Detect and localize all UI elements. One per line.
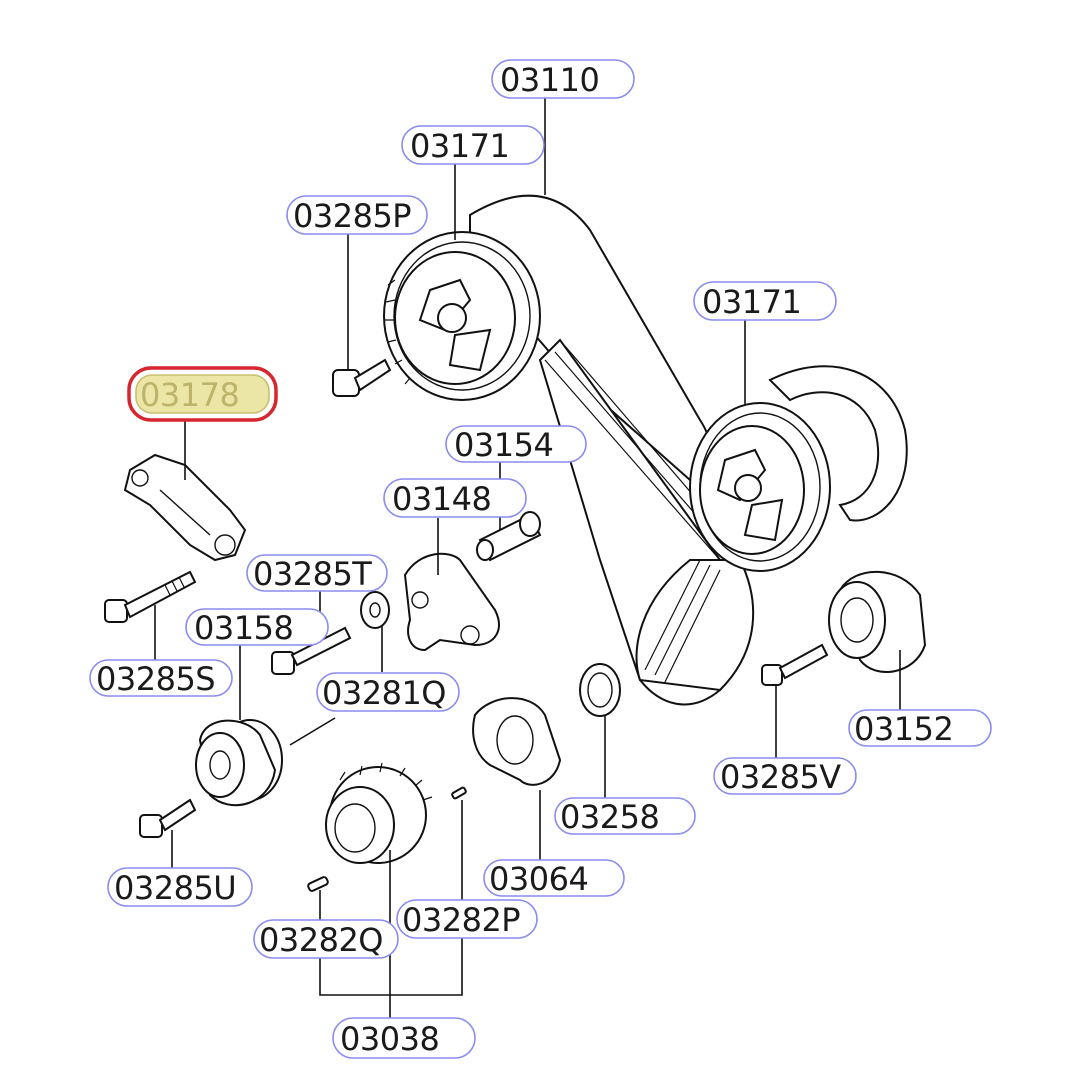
callout-03285V[interactable]: 03285V <box>713 757 857 796</box>
svg-text:03158: 03158 <box>194 609 293 647</box>
callout-03285T[interactable]: 03285T <box>246 554 388 593</box>
idler-pulley-03158 <box>195 719 283 807</box>
svg-text:03148: 03148 <box>392 480 491 518</box>
callout-03282P[interactable]: 03282P <box>396 899 538 939</box>
svg-text:03171: 03171 <box>702 283 801 321</box>
svg-text:03110: 03110 <box>500 61 599 99</box>
callout-03158[interactable]: 03158 <box>185 608 329 647</box>
callout-03258[interactable]: 03258 <box>554 797 696 836</box>
callout-03154[interactable]: 03154 <box>445 425 587 464</box>
washer-03281Q <box>360 591 390 629</box>
crank-plate-03064 <box>472 697 562 786</box>
bolt-03285P <box>332 358 392 397</box>
idler-pulley-03152 <box>828 570 927 673</box>
svg-text:03152: 03152 <box>854 710 953 748</box>
callout-03038[interactable]: 03038 <box>332 1017 476 1059</box>
bolt-03285T <box>271 626 352 675</box>
callout-03282Q[interactable]: 03282Q <box>253 919 399 959</box>
svg-text:03282P: 03282P <box>402 901 520 939</box>
callout-03281Q[interactable]: 03281Q <box>316 672 460 712</box>
svg-text:03285S: 03285S <box>96 660 215 698</box>
callout-03178[interactable]: 03178 <box>127 366 278 422</box>
svg-text:03282Q: 03282Q <box>259 921 383 959</box>
svg-text:03038: 03038 <box>340 1020 439 1058</box>
part-drawings <box>104 194 927 892</box>
crank-sprocket <box>325 762 433 864</box>
svg-text:03285U: 03285U <box>114 869 236 907</box>
svg-text:03285T: 03285T <box>253 555 372 593</box>
svg-text:03258: 03258 <box>560 798 659 836</box>
callout-03064[interactable]: 03064 <box>483 859 625 898</box>
callout-03285U[interactable]: 03285U <box>107 867 253 907</box>
svg-text:03064: 03064 <box>489 860 588 898</box>
leader-lines <box>154 96 901 1018</box>
callout-03148[interactable]: 03148 <box>383 478 527 518</box>
camshaft-sprocket-upper <box>383 231 541 401</box>
svg-text:03281Q: 03281Q <box>322 674 446 712</box>
svg-text:03171: 03171 <box>410 127 509 165</box>
callout-03285P[interactable]: 03285P <box>286 195 428 235</box>
callout-03110[interactable]: 03110 <box>491 59 635 99</box>
keys <box>307 786 467 892</box>
svg-text:03154: 03154 <box>454 426 553 464</box>
svg-text:03285V: 03285V <box>720 758 841 796</box>
bolt-03285S <box>104 570 197 623</box>
selected-highlight-ring <box>127 366 278 422</box>
bolt-03285V <box>761 643 829 686</box>
callout-03285S[interactable]: 03285S <box>89 659 233 698</box>
camshaft-sprocket-lower <box>689 402 831 572</box>
callout-03171-lower[interactable]: 03171 <box>693 281 837 321</box>
svg-text:03178: 03178 <box>140 376 239 414</box>
auto-tensioner <box>123 453 247 562</box>
callout-03171-upper[interactable]: 03171 <box>401 125 545 165</box>
idler-bracket <box>403 552 500 652</box>
shaft-03154 <box>476 511 542 562</box>
timing-belt <box>469 194 908 706</box>
callout-labels: 03110 03171 03285P 03171 03178 03154 031… <box>89 59 992 1059</box>
callout-03152[interactable]: 03152 <box>848 709 992 748</box>
bolt-03285U <box>139 798 197 838</box>
svg-text:03285P: 03285P <box>293 197 411 235</box>
seal-03258 <box>579 663 621 717</box>
